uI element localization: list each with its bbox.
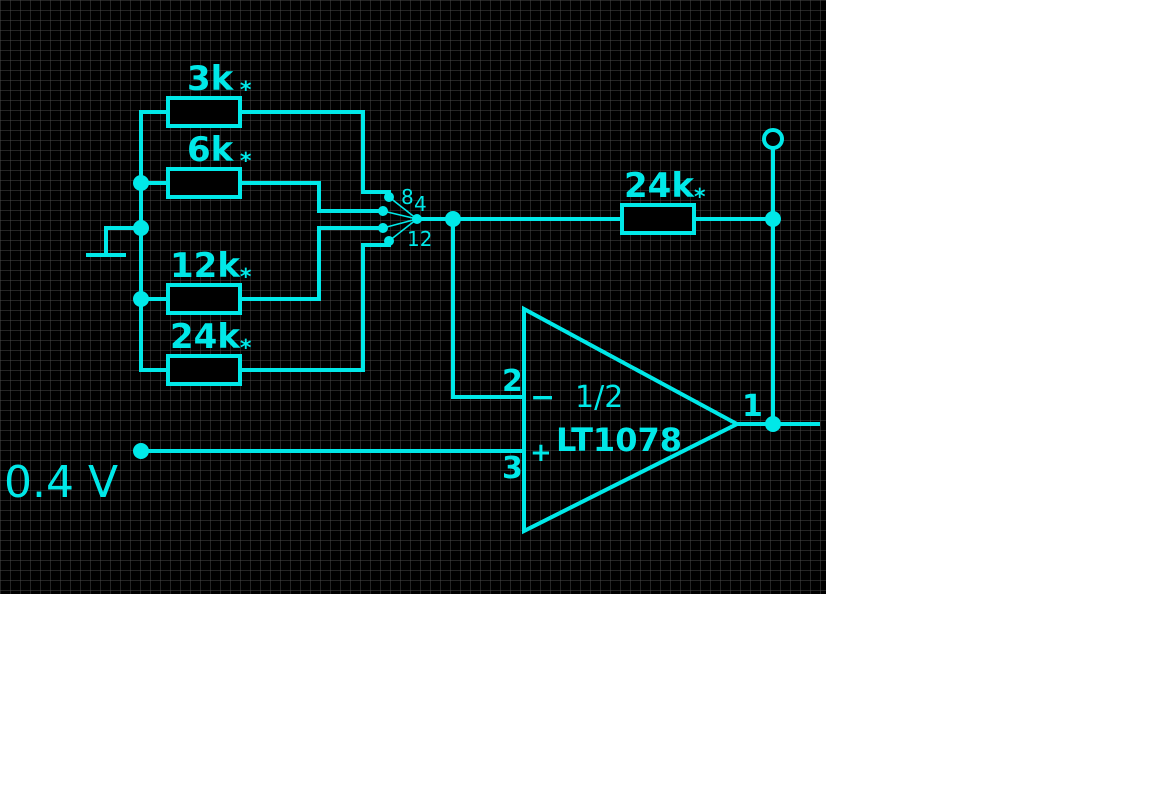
junction-dot <box>133 291 149 307</box>
grid <box>0 0 826 594</box>
tolerance-marker: * <box>240 336 252 361</box>
inverting-input-wire <box>451 217 526 399</box>
tolerance-marker: * <box>240 265 252 290</box>
opamp-plus-sign: + <box>530 438 552 468</box>
resistor-6k <box>166 167 242 199</box>
resistor-6k-label: 6k <box>187 130 235 170</box>
resistor-3k-label: 3k <box>187 59 235 99</box>
resistor-12k-label: 12k <box>170 246 241 286</box>
opamp-pin-1: 1 <box>742 389 763 424</box>
opamp-minus-sign: − <box>530 380 555 415</box>
junction-dot <box>133 175 149 191</box>
junction-dot <box>445 211 461 227</box>
ground-symbol <box>86 226 143 257</box>
resistor-3k <box>166 96 242 128</box>
junction-dot <box>765 416 781 432</box>
resistor-24k-label: 24k <box>170 317 241 357</box>
opamp-pin-3: 3 <box>502 451 523 486</box>
switch-position-8: 8 <box>401 185 414 209</box>
resistor-12k <box>166 283 242 315</box>
opamp-part-label: LT1078 <box>556 421 682 459</box>
opamp-symbol <box>522 305 742 535</box>
opamp-section-label: 1/2 <box>575 380 623 415</box>
output-terminal <box>762 128 784 150</box>
feedback-resistor-label: 24k <box>624 166 695 206</box>
tolerance-marker: * <box>694 185 706 210</box>
tolerance-marker: * <box>240 78 252 103</box>
circuit-schematic: 3k 6k 12k 24k * * * * 8 4 12 24k * − + 1… <box>0 0 826 594</box>
switch-position-12: 12 <box>407 227 432 251</box>
input-terminal <box>133 443 149 459</box>
input-voltage-label: 0.4 V <box>4 457 118 508</box>
resistor-24k <box>166 354 242 386</box>
switch-position-4: 4 <box>414 192 427 216</box>
junction-dot <box>765 211 781 227</box>
feedback-resistor-24k <box>620 203 696 235</box>
junction-dot <box>133 220 149 236</box>
opamp-pin-2: 2 <box>502 364 523 399</box>
tolerance-marker: * <box>240 149 252 174</box>
range-switch <box>378 192 422 246</box>
